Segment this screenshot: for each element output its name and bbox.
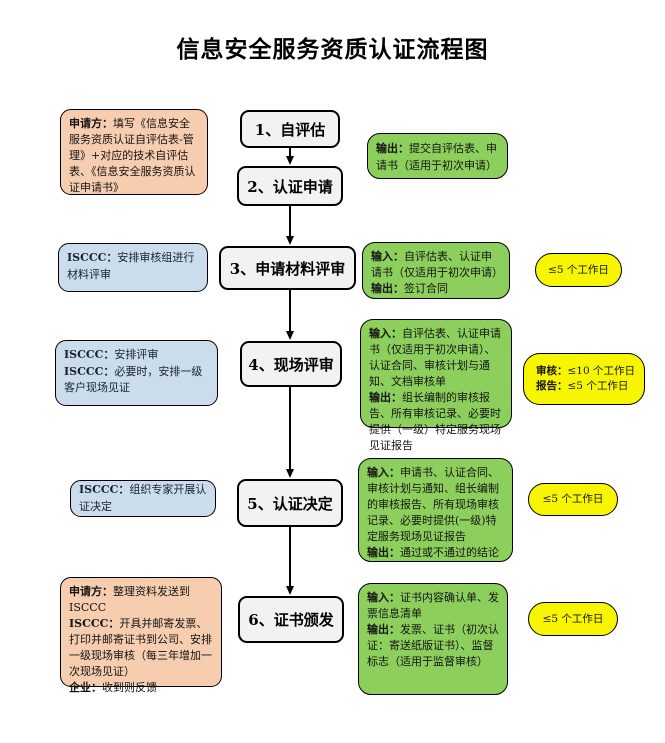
io-line-text: 发票、证书（初次认证：寄送纸版证书）、监督标志（适用于监督审核） [367, 623, 499, 668]
io-line-label: 输入： [367, 466, 400, 479]
duration-line: 审核：≤10 个工作日 [536, 364, 635, 379]
note-line-label: 申请方： [69, 117, 113, 130]
flow-step-certification-decision: 5、认证决定 [237, 479, 343, 527]
duration-line-text: ≤10 个工作日 [567, 365, 636, 377]
arrow-step5-to-step6 [285, 527, 294, 595]
note-line-text: 安排审核组进行材料评审 [67, 251, 195, 281]
note-line: ISCCC：开具并邮寄发票、打印并邮寄证书到公司、安排一级现场审核（每三年增加一… [69, 616, 213, 680]
io-note-material-review: 输入：自评估表、认证申请书（仅适用于初次申请） 输出：签订合同 [362, 242, 510, 299]
io-note-certification-decision: 输入：申请书、认证合同、审核计划与通知、组长编制的审核报告、所有现场审核记录、必… [358, 458, 513, 562]
duration-line: 报告：≤5 个工作日 [536, 379, 628, 394]
io-line-label: 输入： [371, 250, 404, 263]
io-line-text: 签订合同 [404, 282, 448, 295]
io-line: 输出：发票、证书（初次认证：寄送纸版证书）、监督标志（适用于监督审核） [367, 622, 499, 670]
flow-step-label: 3、申请材料评审 [229, 259, 346, 278]
arrow-step3-to-step4 [285, 290, 294, 340]
io-line-text: 申请书、认证合同、审核计划与通知、组长编制的审核报告、所有现场审核记录、必要时提… [367, 466, 499, 543]
duration-line: ≤5 个工作日 [543, 612, 604, 627]
note-line-text: 填写《信息安全服务资质认证自评估表-管理》+对应的技术自评估表、《信息安全服务资… [69, 117, 196, 194]
note-line: 申请方：整理资料发送到 ISCCC [69, 584, 213, 616]
flow-step-label: 1、自评估 [254, 120, 326, 139]
flow-step-on-site-review: 4、现场评审 [240, 341, 342, 387]
note-line-label: 企业： [69, 681, 102, 694]
io-line: 输出：通过或不通过的结论 [367, 545, 504, 561]
note-line: ISCCC：组织专家开展认证决定 [79, 482, 207, 515]
flow-step-application-material-review: 3、申请材料评审 [219, 246, 356, 290]
arrow-step2-to-step3 [285, 206, 294, 245]
note-line-label: ISCCC： [79, 483, 130, 496]
io-line-label: 输入： [367, 591, 400, 604]
flow-step-label: 2、认证申请 [247, 177, 333, 196]
page-title: 信息安全服务资质认证流程图 [176, 37, 489, 63]
flow-step-self-assessment: 1、自评估 [240, 110, 340, 148]
flow-step-certificate-issuance: 6、证书颁发 [238, 596, 344, 643]
duration-line-text: ≤5 个工作日 [548, 263, 609, 276]
duration-line-text: ≤5 个工作日 [542, 493, 604, 505]
note-line-label: ISCCC： [64, 348, 115, 361]
note-isccc-arrange-review: ISCCC：安排评审 ISCCC：必要时，安排一级客户现场见证 [55, 340, 218, 406]
note-line: 申请方：填写《信息安全服务资质认证自评估表-管理》+对应的技术自评估表、《信息安… [69, 116, 199, 196]
duration-line: ≤5 个工作日 [548, 263, 609, 278]
note-line: 企业：收到则反馈 [69, 680, 213, 696]
duration-note-on-site-review: 审核：≤10 个工作日 报告：≤5 个工作日 [523, 353, 645, 405]
io-line: 输出：提交自评估表、申请书（适用于初次申请） [376, 140, 499, 174]
duration-note-certificate-issuance: ≤5 个工作日 [528, 602, 618, 636]
io-note-self-assessment: 输出：提交自评估表、申请书（适用于初次申请） [367, 133, 508, 179]
flow-step-certification-application: 2、认证申请 [237, 166, 343, 206]
note-certificate-delivery: 申请方：整理资料发送到 ISCCC ISCCC：开具并邮寄发票、打印并邮寄证书到… [60, 577, 222, 694]
io-note-certificate-issuance: 输入：证书内容确认单、发票信息清单 输出：发票、证书（初次认证：寄送纸版证书）、… [358, 583, 508, 695]
io-line-label: 输出： [376, 142, 409, 155]
io-line-text: 通过或不通过的结论 [400, 546, 499, 559]
io-line-text: 证书内容确认单、发票信息清单 [367, 591, 499, 620]
note-isccc-material-review: ISCCC：安排审核组进行材料评审 [58, 243, 208, 292]
io-line: 输入：证书内容确认单、发票信息清单 [367, 590, 499, 622]
io-line-label: 输出： [367, 623, 400, 636]
note-line-label: ISCCC： [67, 251, 118, 264]
note-line: ISCCC：安排评审 [64, 347, 209, 364]
duration-line-label: 审核： [536, 365, 568, 377]
io-line: 输入：自评估表、认证申请书（仅适用于初次申请）、认证合同、审核计划与通知、文档审… [369, 326, 503, 390]
io-line-text: 自评估表、认证申请书（仅适用于初次申请）、认证合同、审核计划与通知、文档审核单 [369, 327, 501, 388]
flow-step-label: 6、证书颁发 [248, 611, 334, 629]
note-line: ISCCC：必要时，安排一级客户现场见证 [64, 364, 209, 397]
io-line: 输入：申请书、认证合同、审核计划与通知、组长编制的审核报告、所有现场审核记录、必… [367, 465, 504, 545]
duration-line-text: ≤5 个工作日 [567, 380, 629, 392]
note-line-label: 申请方： [69, 585, 113, 598]
note-line-text: 必要时，安排一级客户现场见证 [64, 364, 203, 395]
note-line-label: ISCCC： [64, 364, 115, 378]
note-line-text: 组织专家开展认证决定 [79, 483, 207, 513]
note-line-text: 开具并邮寄发票、打印并邮寄证书到公司、安排一级现场审核（每三年增加一次现场见证） [69, 617, 212, 678]
note-line-text: 安排评审 [114, 348, 159, 361]
duration-line-text: ≤5 个工作日 [542, 612, 604, 625]
io-line-label: 输出： [367, 546, 400, 559]
io-line-label: 输出： [371, 282, 404, 295]
arrow-step4-to-step5 [285, 387, 294, 478]
io-line: 输出：签订合同 [371, 281, 501, 297]
io-line: 输入：自评估表、认证申请书（仅适用于初次申请） [371, 249, 503, 281]
io-line-text: 提交自评估表、申请书（适用于初次申请） [376, 142, 497, 172]
duration-note-certification-decision: ≤5 个工作日 [528, 483, 618, 516]
io-line: 输出：组长编制的审核报告、所有审核记录、必要时提供（一级）特定服务现场见证报告 [369, 390, 503, 454]
flow-step-label: 5、认证决定 [247, 494, 333, 513]
io-line-label: 输出： [369, 391, 402, 404]
io-line-text: 自评估表、认证申请书（仅适用于初次申请） [371, 250, 503, 279]
duration-note-material-review: ≤5 个工作日 [535, 253, 622, 287]
note-line-text: 收到则反馈 [102, 681, 157, 694]
duration-line-label: 报告： [536, 380, 568, 392]
note-line-text: 整理资料发送到 ISCCC [69, 585, 190, 614]
note-line-label: ISCCC： [69, 617, 120, 630]
duration-line: ≤5 个工作日 [543, 492, 604, 507]
note-applicant-fill-forms: 申请方：填写《信息安全服务资质认证自评估表-管理》+对应的技术自评估表、《信息安… [60, 109, 208, 195]
arrow-step1-to-step2 [285, 148, 294, 165]
note-line: ISCCC：安排审核组进行材料评审 [67, 250, 199, 283]
io-line-text: 组长编制的审核报告、所有审核记录、必要时提供（一级）特定服务现场见证报告 [369, 391, 501, 452]
note-isccc-expert-decision: ISCCC：组织专家开展认证决定 [70, 480, 216, 517]
flow-step-label: 4、现场评审 [248, 355, 334, 374]
io-line-label: 输入： [369, 327, 402, 340]
io-note-on-site-review: 输入：自评估表、认证申请书（仅适用于初次申请）、认证合同、审核计划与通知、文档审… [360, 319, 512, 452]
